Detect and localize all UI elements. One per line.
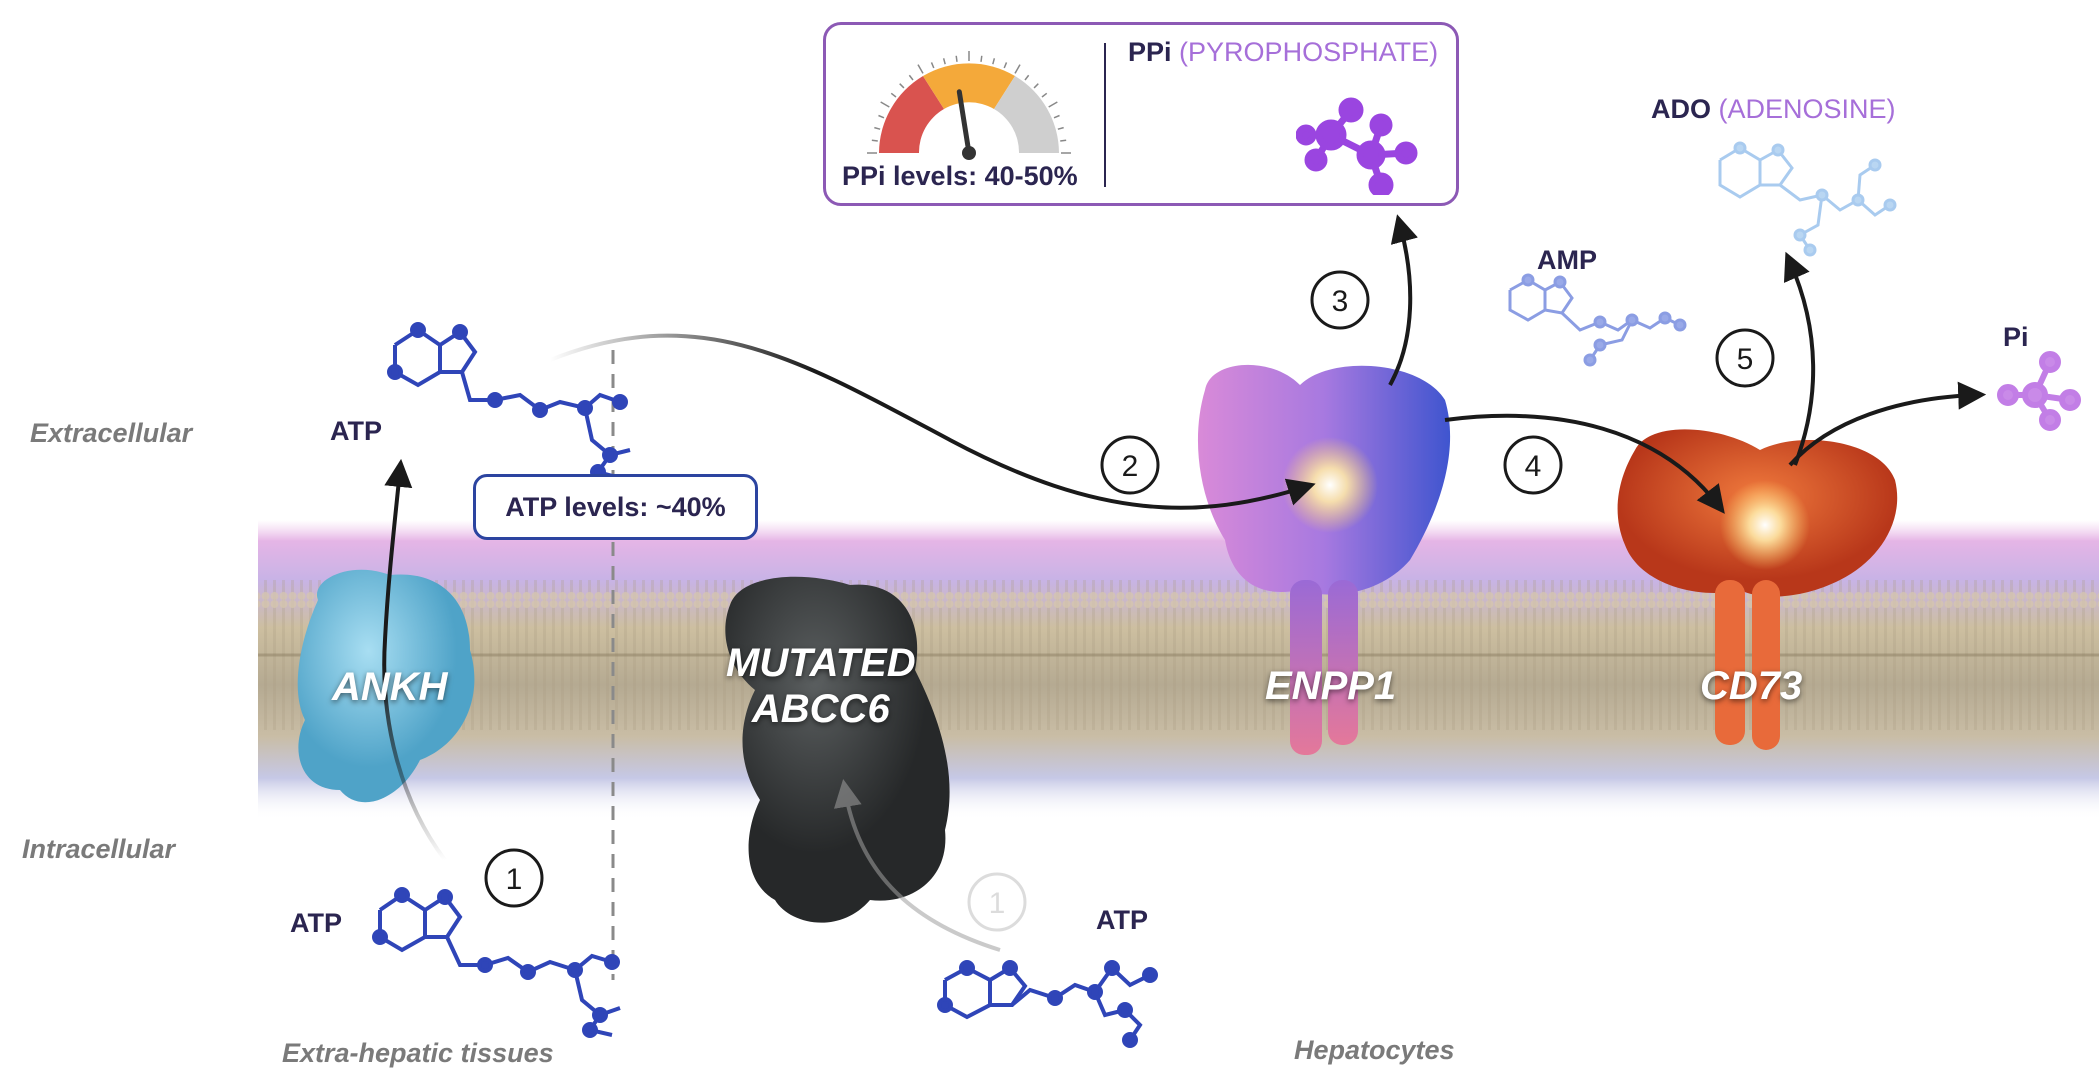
- atp-label-extracellular: ATP: [330, 416, 382, 446]
- pi-molecule: [1997, 351, 2081, 431]
- step-circles: 1 2 3 4 5 1: [484, 270, 1775, 932]
- step-3: 3: [1310, 270, 1370, 330]
- atp-molecule-intracellular-right: [937, 960, 1158, 1048]
- ppi-abbr: PPi: [1128, 37, 1172, 67]
- step-5: 5: [1715, 328, 1775, 388]
- ado-full-name: (ADENOSINE): [1718, 94, 1896, 124]
- atp-label-intracellular-right: ATP: [1096, 905, 1148, 935]
- gauge-needle: [956, 89, 972, 156]
- svg-text:3: 3: [1332, 285, 1349, 318]
- ppi-info-box: PPi levels: 40-50% PPi (PYROPHOSPHATE): [823, 22, 1459, 206]
- ppi-full-name: (PYROPHOSPHATE): [1179, 37, 1439, 67]
- amp-label: AMP: [1537, 245, 1597, 275]
- ppi-gauge: [867, 51, 1071, 160]
- atp-label-intracellular-left: ATP: [290, 908, 342, 938]
- svg-text:4: 4: [1525, 450, 1542, 483]
- amp-molecule: [1508, 273, 1687, 367]
- pi-label: Pi: [2003, 322, 2029, 352]
- step-1-right: 1: [967, 872, 1027, 932]
- intracellular-label: Intracellular: [22, 834, 176, 864]
- hepatocytes-label: Hepatocytes: [1294, 1035, 1455, 1065]
- ppi-title: PPi (PYROPHOSPHATE): [1128, 37, 1438, 68]
- svg-text:2: 2: [1122, 450, 1139, 483]
- atp-levels-box: ATP levels: ~40%: [473, 474, 758, 540]
- flow-arrows: [382, 214, 1987, 952]
- atp-molecule-extracellular: [387, 322, 631, 480]
- ado-label: ADO (ADENOSINE): [1651, 94, 1896, 125]
- svg-text:1: 1: [989, 887, 1006, 920]
- ado-abbr: ADO: [1651, 94, 1711, 124]
- abcc6-label-line2: ABCC6: [751, 687, 890, 731]
- ppi-molecule: [1296, 97, 1418, 195]
- abcc6-label: MUTATED ABCC6: [726, 640, 916, 732]
- abcc6-label-line1: MUTATED: [726, 641, 916, 685]
- enpp1-label: ENPP1: [1265, 664, 1397, 708]
- cd73-label: CD73: [1700, 664, 1803, 708]
- svg-text:5: 5: [1737, 343, 1754, 376]
- enpp1-protein: [1197, 364, 1451, 755]
- atp-molecule-intracellular-left: [372, 887, 621, 1038]
- step-4: 4: [1503, 435, 1563, 495]
- ppi-levels-text: PPi levels: 40-50%: [842, 161, 1078, 191]
- extracellular-label: Extracellular: [30, 418, 193, 448]
- abcc6-protein: [725, 576, 950, 923]
- step-2: 2: [1100, 435, 1160, 495]
- ankh-label: ANKH: [332, 665, 448, 709]
- ppi-box-divider: [1104, 43, 1106, 187]
- ado-molecule: [1718, 141, 1897, 257]
- extra-hepatic-label: Extra-hepatic tissues: [282, 1038, 554, 1068]
- step-1-left: 1: [484, 848, 544, 908]
- svg-text:1: 1: [506, 863, 523, 896]
